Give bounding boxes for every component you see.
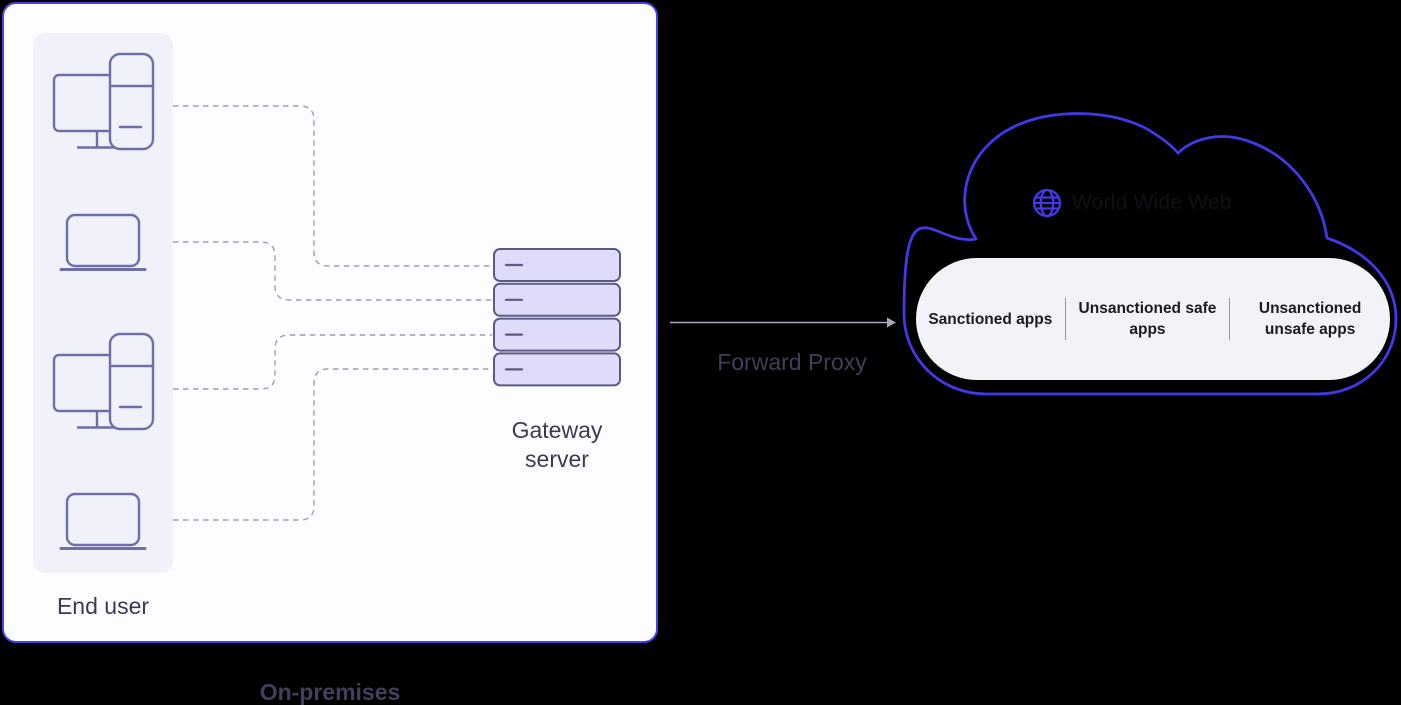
world-wide-web-label: World Wide Web: [1072, 191, 1232, 214]
sanctioned-apps-label: Sanctioned apps: [928, 310, 1053, 328]
pill-divider: [1228, 298, 1231, 340]
unsanctioned-unsafe-apps-label: Unsanctioned unsafe apps: [1258, 300, 1362, 338]
gateway-server-icon: [493, 248, 621, 387]
desktop-computer-icon: [52, 332, 155, 431]
laptop-icon: [59, 492, 147, 550]
forward-proxy-label: Forward Proxy: [717, 349, 867, 375]
end-user-label: End user: [56, 593, 150, 619]
world-wide-web-heading: World Wide Web: [1031, 186, 1232, 220]
unsanctioned-safe-apps-label: Unsanctioned safe apps: [1078, 300, 1217, 338]
cloud-outline-path: [902, 112, 1398, 396]
laptop-icon: [59, 213, 147, 271]
cloud-icon: [902, 112, 1398, 396]
on-premises-label: On-premises: [259, 679, 401, 705]
gateway-server-label: Gateway server: [511, 417, 603, 472]
pill-divider: [1064, 298, 1067, 340]
globe-icon: [1032, 188, 1062, 218]
forward-proxy-arrow: [670, 317, 896, 328]
desktop-computer-icon: [52, 52, 155, 151]
web-apps-pill: Sanctioned apps Unsanctioned safe apps U…: [916, 258, 1390, 380]
